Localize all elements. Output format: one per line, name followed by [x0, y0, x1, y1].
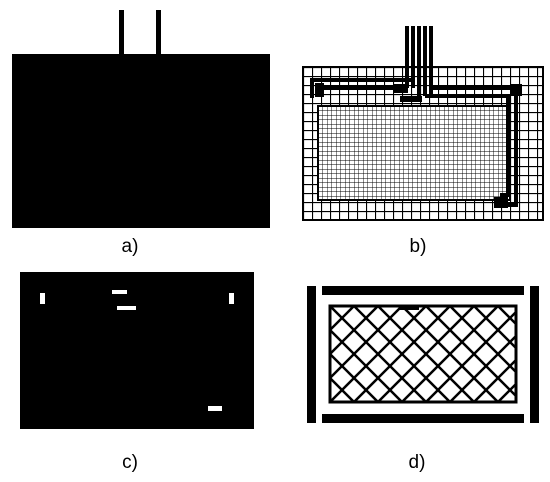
- lattice-line: [473, 306, 516, 350]
- panel-d-bar-right: [530, 286, 539, 423]
- lattice-line: [546, 306, 550, 402]
- lattice-line: [377, 306, 475, 402]
- lattice-line: [330, 306, 427, 402]
- lattice-line: [330, 376, 355, 402]
- panel-c-plate: [20, 272, 254, 429]
- lattice-line: [449, 334, 516, 402]
- panel-c-slot-top-b: [117, 306, 136, 310]
- panel-d: d): [307, 286, 550, 473]
- lattice-line: [401, 306, 499, 402]
- lattice-line: [546, 306, 550, 402]
- lattice-line: [473, 358, 516, 402]
- panel-c-slot-top-a: [112, 290, 127, 294]
- panel-d-tab: [399, 306, 419, 310]
- panel-a-lead-right: [156, 10, 161, 55]
- panel-c-slot-left: [40, 293, 45, 304]
- panel-b: b): [302, 26, 544, 257]
- panel-b-pad-right-bottom: [494, 197, 508, 208]
- panel-b-pad-right-top: [510, 84, 522, 96]
- panel-b-fine-mesh: [317, 105, 511, 201]
- lattice-line: [425, 310, 516, 402]
- panel-d-bar-bottom: [322, 414, 524, 423]
- panel-c: c): [20, 272, 254, 473]
- panel-b-pad-center-lower: [400, 96, 422, 102]
- panel-c-slot-bottom: [208, 406, 222, 411]
- lattice-line: [497, 382, 516, 402]
- panel-b-pad-left: [315, 83, 324, 97]
- lattice-line: [330, 352, 379, 402]
- panel-b-caption: b): [410, 236, 427, 257]
- panel-a-plate: [12, 54, 270, 228]
- panel-c-slot-right: [229, 293, 234, 304]
- panel-b-lead-bundle: [405, 26, 433, 96]
- panel-b-pad-center: [394, 84, 408, 93]
- panel-d-caption: d): [409, 452, 426, 473]
- lattice-line: [330, 306, 403, 380]
- panel-d-bar-left: [307, 286, 316, 423]
- panel-c-caption: c): [122, 452, 138, 473]
- panel-b-trace-right: [425, 86, 518, 207]
- lattice-line: [497, 306, 516, 326]
- lattice-line: [353, 306, 451, 402]
- lattice-line: [330, 306, 355, 332]
- panel-d-bar-top: [322, 286, 524, 295]
- panel-a: a): [12, 10, 270, 257]
- lattice-line: [330, 306, 379, 356]
- panel-d-lattice: [330, 306, 550, 402]
- panel-a-caption: a): [122, 236, 139, 257]
- panel-a-lead-left: [119, 10, 124, 55]
